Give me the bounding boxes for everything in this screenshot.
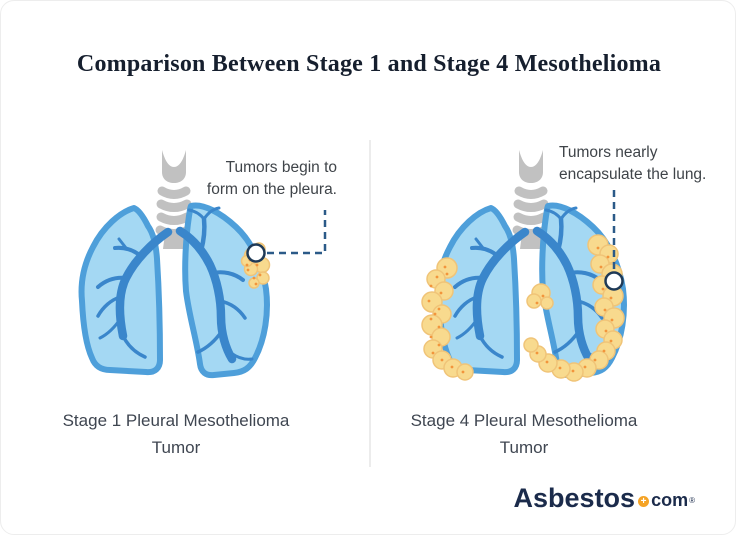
stage1-annotation-line2: form on the pleura. xyxy=(206,181,337,198)
logo-suffix: com xyxy=(651,490,689,510)
stage1-annotation: Tumors begin to form on the pleura. xyxy=(207,157,337,201)
stage1-caption-line2: Tumor xyxy=(151,438,201,457)
page-title: Comparison Between Stage 1 and Stage 4 M… xyxy=(76,51,662,77)
plus-icon: + xyxy=(638,496,650,507)
stage4-caption: Stage 4 Pleural Mesothelioma Tumor xyxy=(374,407,674,461)
stage4-tumor-speckles xyxy=(427,246,614,374)
stage4-caption-line2: Tumor xyxy=(499,438,549,457)
stage1-annotation-line1: Tumors begin to xyxy=(225,159,337,176)
stage4-tumors xyxy=(421,234,625,382)
asbestos-logo[interactable]: Asbestos + com ® xyxy=(513,483,695,513)
stage4-caption-line1: Stage 4 Pleural Mesothelioma xyxy=(410,411,638,430)
stage4-annotation-line1: Tumors nearly xyxy=(559,144,658,161)
stage4-annotation: Tumors nearly encapsulate the lung. xyxy=(559,142,706,186)
stage1-callout-marker-icon xyxy=(246,243,266,263)
stage1-caption-line1: Stage 1 Pleural Mesothelioma xyxy=(62,411,290,430)
registered-trademark-icon: ® xyxy=(689,496,695,505)
logo-wordmark: Asbestos xyxy=(513,483,636,513)
stage4-callout-marker-icon xyxy=(604,271,624,291)
stage1-caption: Stage 1 Pleural Mesothelioma Tumor xyxy=(26,407,326,461)
stage1-callout-line xyxy=(267,210,327,255)
stage4-annotation-line2: encapsulate the lung. xyxy=(559,166,707,183)
